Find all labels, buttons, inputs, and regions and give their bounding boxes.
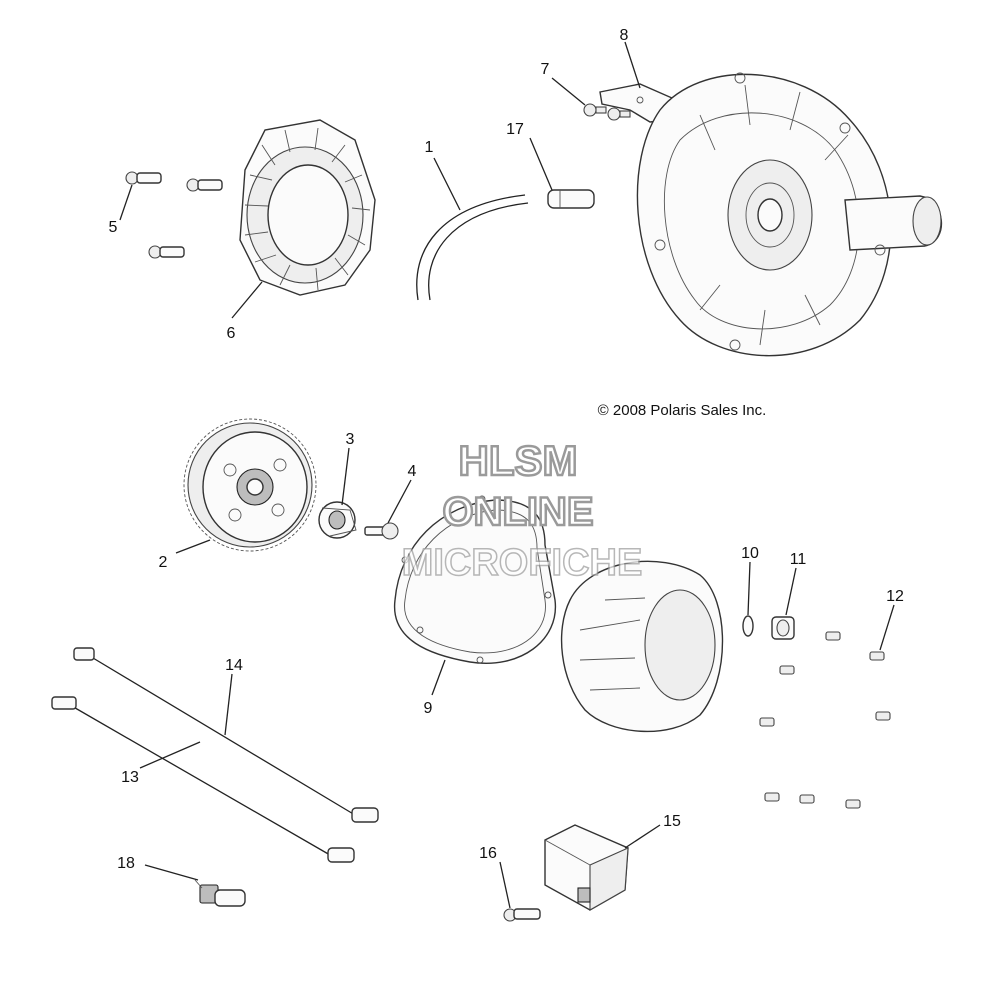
dowel-pin-part-17: [547, 189, 595, 209]
gasket-part-9: [393, 495, 557, 664]
bearing-part-3: [318, 501, 357, 539]
leader-lines: [119, 41, 895, 909]
cover-bolts-part-12: [759, 631, 891, 809]
callout-6: 6: [227, 325, 236, 342]
callout-8: 8: [620, 27, 629, 44]
watermark-line-2: ONLINE: [442, 490, 593, 534]
callout-13: 13: [121, 769, 139, 786]
screw-part-16: [503, 908, 541, 922]
cable-part-13: [51, 696, 355, 863]
cable-part-14: [73, 647, 379, 823]
callout-18: 18: [117, 855, 135, 872]
grommet-part-11: [771, 616, 795, 640]
callout-labels: 1 2 3 4 5 6 7 8 9 10 11 12 13 14 15 16 1…: [109, 27, 904, 872]
callout-14: 14: [225, 657, 243, 674]
bolt-part-7: [583, 103, 631, 121]
callout-17: 17: [506, 121, 524, 138]
watermark: HLSM ONLINE MICROFICHE: [401, 436, 643, 585]
stator-cover: [560, 560, 724, 733]
housing-cover: [636, 72, 942, 357]
callout-1: 1: [425, 139, 434, 156]
spark-plug-part-18: [194, 879, 246, 907]
stator-part-6: [239, 119, 376, 296]
bolt-part-4: [364, 522, 399, 540]
callout-9: 9: [424, 700, 433, 717]
flywheel-part-2: [183, 418, 317, 552]
watermark-line-3: MICROFICHE: [402, 542, 643, 584]
seal-part-1: [416, 194, 529, 301]
callout-12: 12: [886, 588, 904, 605]
regulator-part-15: [544, 824, 629, 911]
screw-part-5: [125, 171, 223, 259]
callout-5: 5: [109, 219, 118, 236]
callout-3: 3: [346, 431, 355, 448]
callout-15: 15: [663, 813, 681, 830]
callout-7: 7: [541, 61, 550, 78]
callout-10: 10: [741, 545, 759, 562]
copyright-notice: © 2008 Polaris Sales Inc.: [598, 402, 767, 419]
washer-part-10: [742, 615, 754, 637]
callout-4: 4: [408, 463, 417, 480]
callout-16: 16: [479, 845, 497, 862]
callout-11: 11: [790, 551, 807, 568]
watermark-line-1: HLSM: [459, 437, 578, 484]
callout-2: 2: [159, 554, 168, 571]
